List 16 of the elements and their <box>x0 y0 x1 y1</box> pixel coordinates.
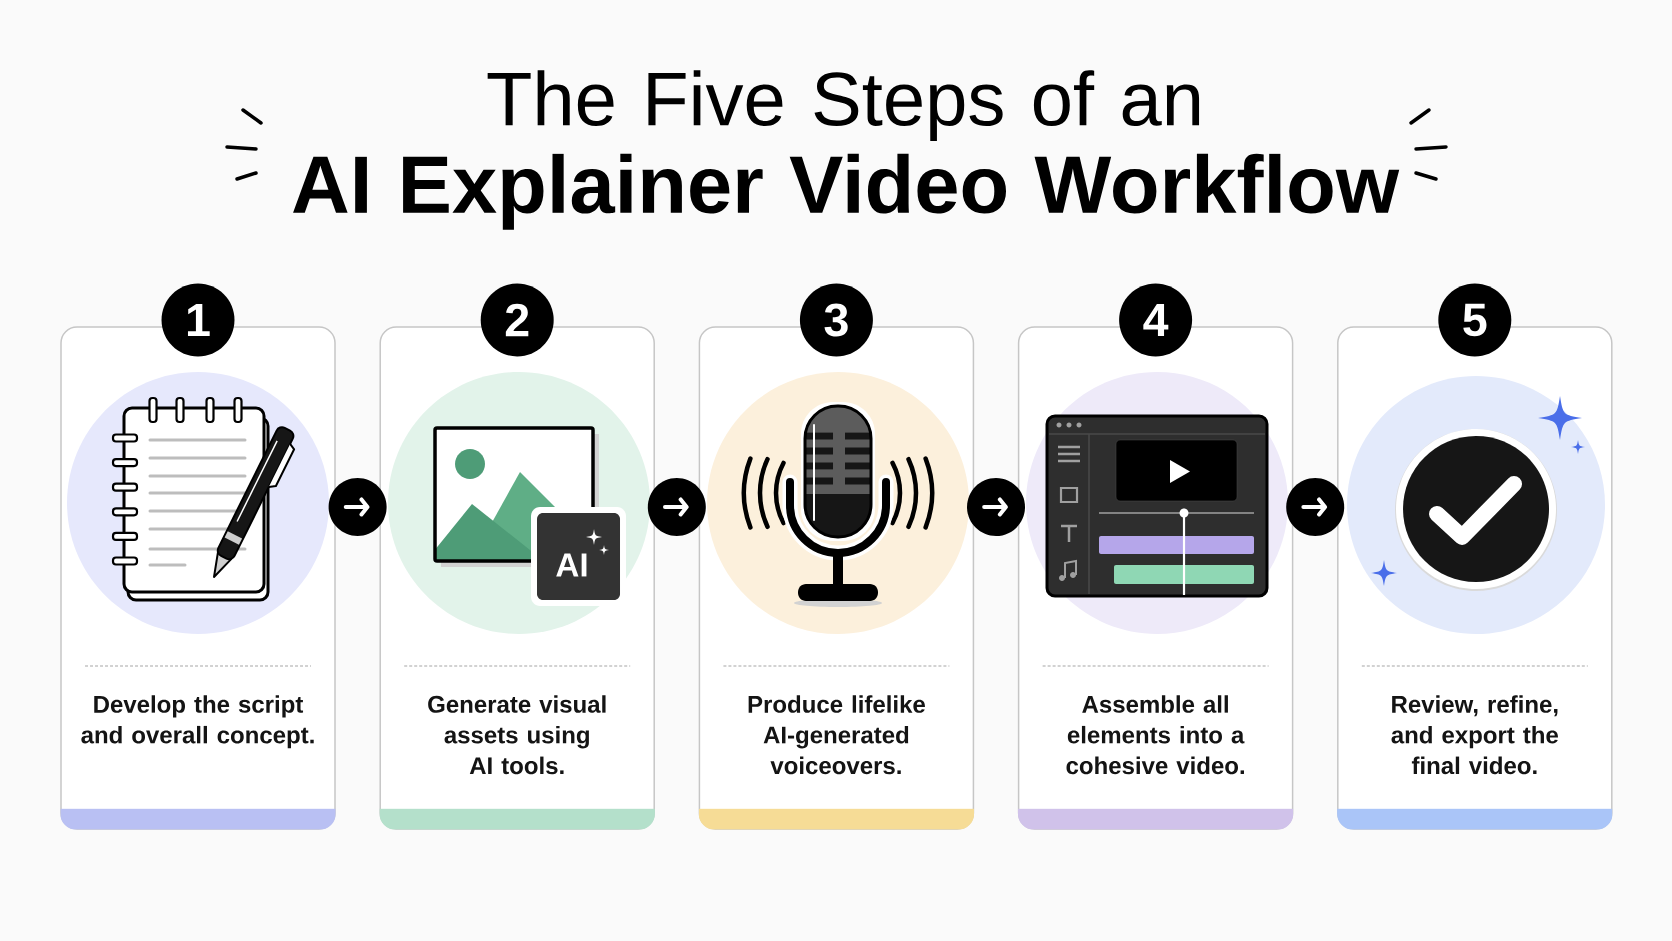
step-number: 2 <box>480 283 554 357</box>
step-description: Produce lifelike AI-generated voiceovers. <box>748 695 925 775</box>
arrow <box>647 478 706 536</box>
ai-tile: AI <box>531 507 626 606</box>
arrow <box>967 478 1025 536</box>
step-number: 5 <box>1438 283 1512 357</box>
step-description: Review, refine, and export the final video. <box>1391 695 1558 775</box>
step-description: Develop the script and overall concept. <box>81 695 314 749</box>
step-number: 3 <box>799 283 873 357</box>
arrow <box>1286 478 1345 536</box>
step-description: Generate visual assets using AI tools. <box>428 695 606 775</box>
arrow <box>328 478 387 536</box>
step-description: Assemble all elements into a cohesive video. <box>1066 695 1245 775</box>
step-number: 1 <box>161 283 235 357</box>
step-number: 4 <box>1119 283 1193 357</box>
title: The Five Steps of an AI Explainer Video Workflow <box>293 70 1400 230</box>
